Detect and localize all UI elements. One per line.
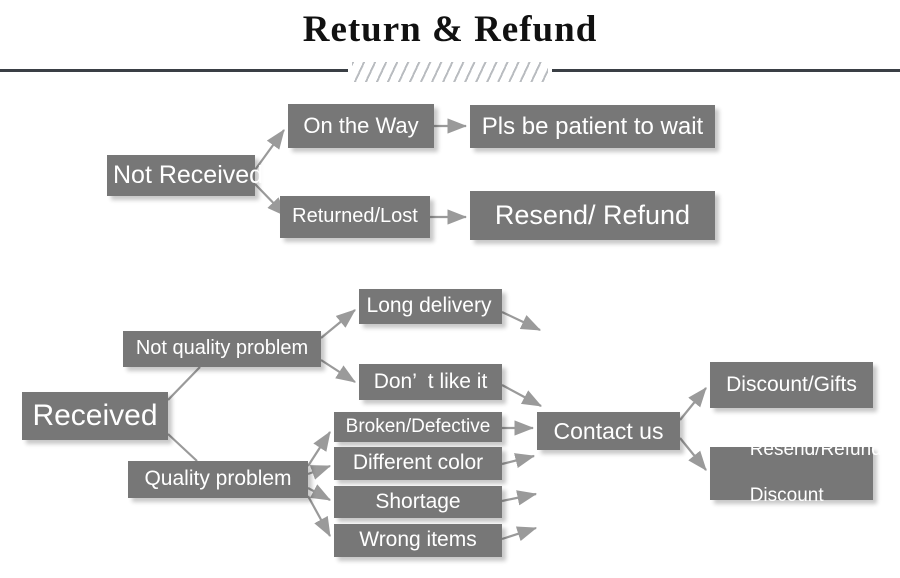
node-not-received[interactable]: Not Received (107, 155, 263, 196)
edge-received-to-not-quality (167, 366, 201, 401)
decorative-divider (0, 62, 900, 84)
node-contact-us[interactable]: Contact us (537, 412, 680, 450)
node-label: Returned/Lost (292, 205, 418, 228)
edge-wrong-items-to-contact-us (501, 526, 538, 542)
node-different-color[interactable]: Different color (334, 447, 502, 480)
node-label-line2: Discount (749, 484, 824, 506)
node-label-multiline: Resend/Refund/ Discount (718, 417, 887, 531)
edge-dont-like-to-contact-us (501, 384, 542, 407)
node-label: On the Way (303, 113, 419, 139)
divider-rule-left (0, 69, 348, 72)
node-resend-refund[interactable]: Resend/ Refund (470, 191, 715, 240)
edge-shortage-to-contact-us (501, 490, 538, 506)
node-label: Received (32, 398, 158, 432)
edge-long-delivery-to-contact-us (501, 311, 541, 331)
node-wrong-items[interactable]: Wrong items (334, 524, 502, 557)
edge-contact-us-to-resend-refund-discount (679, 437, 707, 471)
node-label: Discount/Gifts (726, 372, 857, 396)
node-label: Long delivery (366, 294, 492, 318)
node-label: Wrong items (359, 528, 477, 552)
node-label: Shortage (375, 489, 461, 513)
node-label-line1: Resend/Refund/ (749, 439, 888, 461)
node-returned-lost[interactable]: Returned/Lost (280, 196, 430, 238)
node-label: Pls be patient to wait (481, 112, 704, 140)
node-resend-refund-discount[interactable]: Resend/Refund/ Discount (710, 439, 887, 506)
edge-not-quality-to-dont-like (320, 359, 356, 383)
edge-not-quality-to-long-delivery (320, 309, 356, 339)
node-dont-like-it[interactable]: Don’ t like it (359, 364, 502, 400)
node-label: Not Received (113, 161, 264, 189)
node-label: Not quality problem (135, 337, 309, 360)
edge-quality-to-shortage (307, 484, 331, 501)
node-on-the-way[interactable]: On the Way (288, 104, 434, 148)
node-discount-gifts[interactable]: Discount/Gifts (710, 362, 873, 408)
node-label: Quality problem (144, 467, 292, 491)
node-broken-defective[interactable]: Broken/Defective (334, 412, 502, 442)
node-label: Resend/ Refund (494, 199, 691, 230)
edge-contact-us-to-discount-gifts (679, 387, 707, 421)
node-quality-problem[interactable]: Quality problem (128, 461, 308, 498)
edge-received-to-quality (167, 433, 198, 462)
hatched-divider-icon (352, 62, 548, 82)
edge-different-color-to-contact-us (501, 453, 536, 469)
edge-quality-to-different-color (307, 464, 332, 480)
node-label: Different color (352, 451, 484, 475)
node-not-quality-problem[interactable]: Not quality problem (123, 331, 321, 367)
node-label: Broken/Defective (345, 415, 491, 437)
node-label: Don’ t like it (373, 369, 488, 393)
node-long-delivery[interactable]: Long delivery (359, 289, 502, 324)
edge-quality-to-wrong-items (307, 495, 331, 537)
divider-rule-right (552, 69, 900, 72)
node-received[interactable]: Received (22, 392, 168, 440)
edge-quality-to-broken (307, 431, 331, 467)
node-label: Contact us (553, 417, 664, 444)
node-pls-be-patient-to-wait[interactable]: Pls be patient to wait (470, 105, 715, 148)
page-title: Return & Refund (302, 9, 598, 50)
node-shortage[interactable]: Shortage (334, 486, 502, 518)
